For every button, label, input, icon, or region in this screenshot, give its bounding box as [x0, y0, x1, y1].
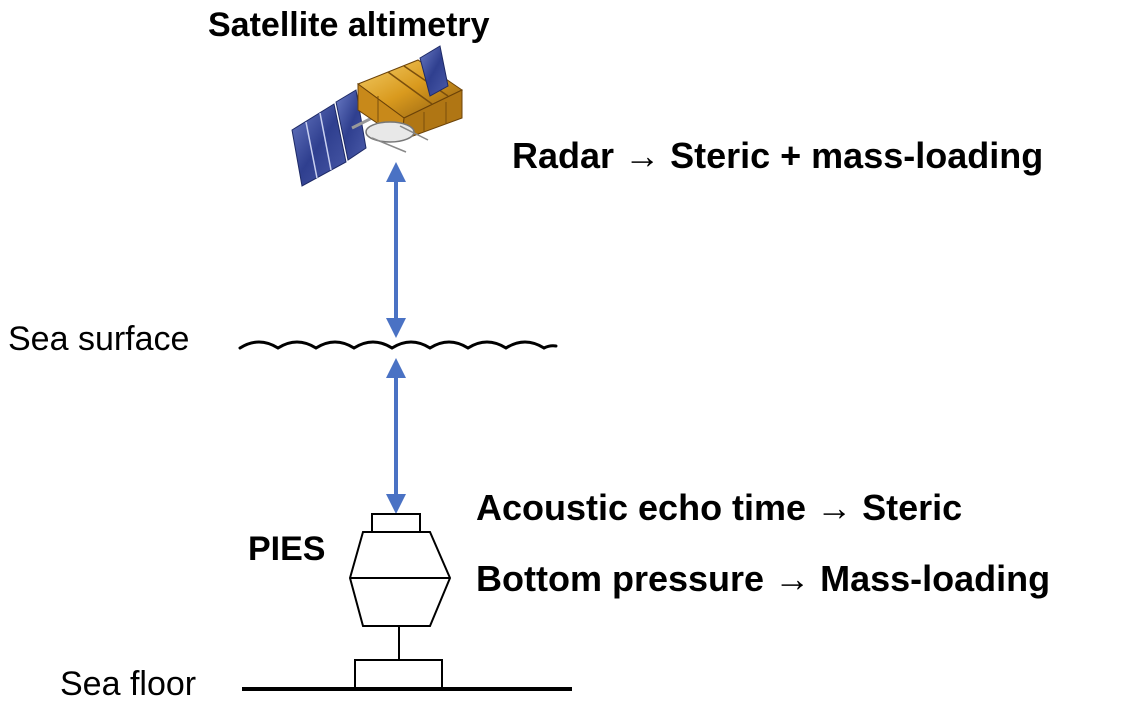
satellite-boom	[351, 116, 373, 130]
pies-instrument-icon	[348, 513, 452, 689]
pressure-relation: Bottom pressure → Mass-loading	[476, 561, 1050, 597]
solar-panel-left	[291, 89, 367, 187]
acoustic-double-arrow	[386, 358, 406, 514]
satellite-icon	[291, 45, 463, 187]
sea-surface-label: Sea surface	[8, 320, 190, 358]
solar-panel-right	[419, 45, 449, 97]
radar-double-arrow	[386, 162, 406, 338]
acoustic-relation: Acoustic echo time → Steric	[476, 490, 962, 526]
arrow-right-icon: →	[774, 558, 811, 599]
radar-relation: Radar → Steric + mass-loading	[512, 138, 1043, 174]
satellite-antenna	[365, 121, 429, 153]
diagram-title: Satellite altimetry	[208, 6, 490, 44]
instrument-label: PIES	[248, 530, 326, 568]
radar-result: Steric + mass-loading	[670, 135, 1044, 176]
wave-icon	[238, 340, 558, 350]
acoustic-result: Steric	[862, 487, 963, 528]
pressure-result: Mass-loading	[820, 558, 1051, 599]
radar-source: Radar	[512, 135, 615, 176]
pressure-source: Bottom pressure	[476, 558, 765, 599]
sea-floor-label: Sea floor	[60, 665, 197, 703]
arrow-right-icon: →	[816, 487, 853, 528]
arrow-right-icon: →	[624, 135, 661, 176]
acoustic-source: Acoustic echo time	[476, 487, 807, 528]
